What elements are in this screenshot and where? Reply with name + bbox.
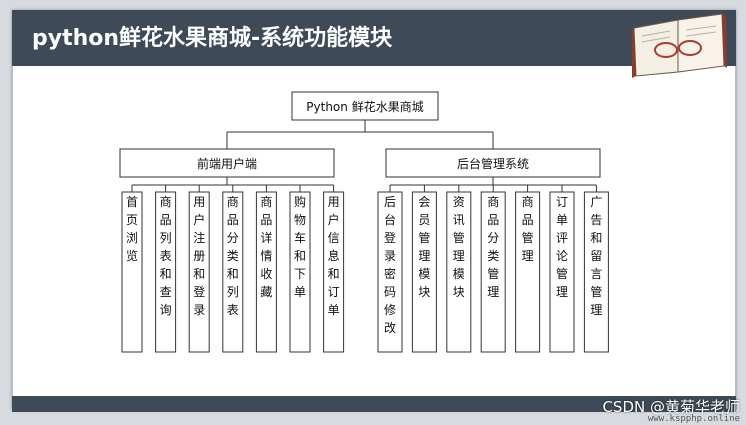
module-node-label: 购物车和下单 (294, 194, 306, 299)
root-node-label: Python 鲜花水果商城 (306, 99, 423, 114)
module-node-box (188, 191, 210, 353)
group-node-box (119, 148, 335, 178)
module-node-label: 用户注册和登录 (193, 195, 205, 317)
module-node-box (121, 191, 143, 353)
module-node-label: 首页浏览 (126, 195, 138, 263)
module-node-box (549, 191, 575, 353)
module-node-box (323, 191, 345, 353)
module-node-box (222, 191, 244, 353)
module-node-label: 商品分类管理 (487, 194, 499, 299)
module-node-label: 订单评论管理 (556, 195, 568, 299)
module-node-label: 后台登录密码修改 (384, 195, 396, 335)
module-node-label: 资讯管理模块 (453, 195, 465, 299)
slide-title: python鲜花水果商城-系统功能模块 (32, 26, 393, 51)
watermark-text: CSDN @黄菊华老师 (602, 398, 740, 416)
module-node-box (583, 191, 609, 353)
watermark-url: www.kspphp.online (647, 414, 740, 424)
module-node-box (515, 191, 541, 353)
bottom-bar (12, 396, 736, 412)
title-bar: python鲜花水果商城-系统功能模块 (12, 10, 736, 66)
module-node-box (411, 191, 437, 353)
module-node-label: 会员管理模块 (418, 195, 430, 299)
module-node-label: 商品管理 (522, 194, 534, 263)
module-node-box (155, 191, 177, 353)
module-node-label: 商品分类和列表 (227, 194, 239, 317)
group-node-box (385, 148, 601, 178)
module-node-label: 商品详情收藏 (260, 194, 272, 299)
module-node-label: 用户信息和订单 (328, 195, 340, 317)
group-node-label: 前端用户端 (197, 156, 257, 171)
group-node-label: 后台管理系统 (457, 156, 529, 171)
root-node-box (291, 91, 439, 121)
module-node-box (289, 191, 311, 353)
open-book-with-glasses-icon (632, 13, 727, 78)
module-node-label: 商品列表和查询 (160, 194, 172, 317)
module-node-box (480, 191, 506, 353)
module-node-box (446, 191, 472, 353)
module-node-box (255, 191, 277, 353)
module-node-label: 广告和留言管理 (590, 195, 602, 317)
module-node-box (377, 191, 403, 353)
